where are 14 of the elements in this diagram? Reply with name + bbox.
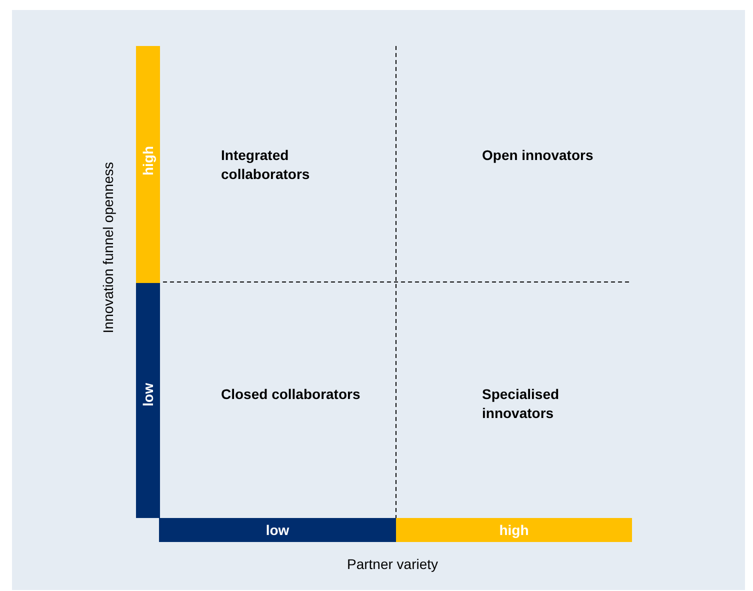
quadrant-label: Specialised innovators <box>482 385 560 423</box>
axis-level-label: low <box>266 522 290 538</box>
axis-band <box>396 518 632 542</box>
quadrant-label: Closed collaborators <box>221 385 362 404</box>
quadrant-label: Integrated collaborators <box>221 146 311 184</box>
axis-title: Partner variety <box>347 556 438 572</box>
axis-level-label: low <box>140 383 156 406</box>
axis-level-label: high <box>140 146 156 176</box>
axis-level-label: high <box>499 522 529 538</box>
quadrant-label: Open innovators <box>482 146 594 165</box>
axis-band <box>159 518 396 542</box>
axis-band <box>136 283 160 518</box>
axis-title: Innovation funnel openness <box>100 162 116 334</box>
axis-band <box>136 46 160 283</box>
